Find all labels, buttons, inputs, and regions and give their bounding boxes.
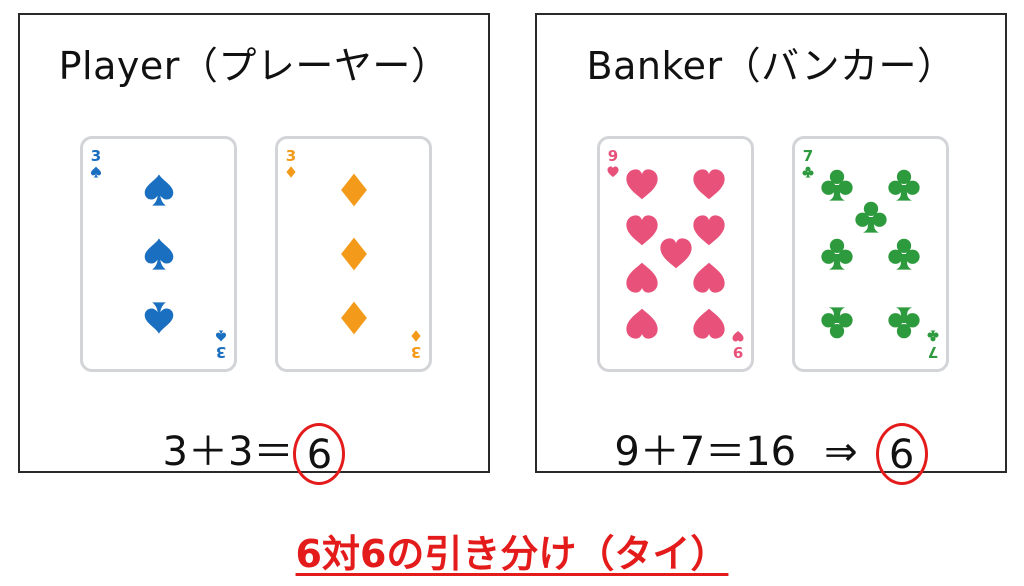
tie-result-text: 6対6の引き分け（タイ） bbox=[295, 532, 729, 576]
card-rank: 3 bbox=[90, 147, 102, 165]
player-card-2: 3 3 bbox=[275, 136, 432, 372]
spade-icon bbox=[142, 173, 176, 207]
diamond-icon bbox=[337, 237, 371, 271]
club-icon bbox=[887, 306, 921, 340]
banker-equation: 9＋7＝16 ⇒ 6 bbox=[537, 419, 1005, 485]
card-corner-bottom: 3 bbox=[214, 330, 228, 361]
equation-term: 9 bbox=[614, 429, 640, 475]
player-panel: Player（プレーヤー） 3 3 3 3 3＋3＝6 bbox=[18, 13, 490, 485]
equals-sign: ＝ bbox=[705, 429, 746, 475]
club-icon bbox=[887, 237, 921, 271]
club-icon bbox=[820, 237, 854, 271]
heart-icon bbox=[731, 330, 745, 342]
card-corner-bottom: 3 bbox=[409, 330, 423, 361]
arrow-icon: ⇒ bbox=[824, 429, 858, 475]
spade-icon bbox=[89, 166, 103, 178]
card-corner-bottom: 9 bbox=[731, 330, 745, 361]
card-corner-top: 9 bbox=[606, 149, 620, 178]
plus-sign: ＋ bbox=[188, 429, 228, 475]
banker-card-1: 9 9 bbox=[597, 136, 754, 372]
diamond-icon bbox=[337, 173, 371, 207]
player-card-1: 3 3 bbox=[80, 136, 237, 372]
heart-icon bbox=[606, 166, 620, 178]
card-rank: 3 bbox=[215, 343, 227, 361]
equation-sum: 16 bbox=[745, 429, 797, 475]
spade-icon bbox=[142, 301, 176, 335]
banker-panel: Banker（バンカー） 9 9 7 7 9＋7＝16⇒6 bbox=[535, 13, 1007, 485]
card-corner-bottom: 7 bbox=[926, 330, 940, 361]
player-result-circle: 6 bbox=[293, 423, 346, 485]
club-icon bbox=[926, 330, 940, 342]
diamond-icon bbox=[409, 330, 423, 342]
equation-term: 3 bbox=[162, 429, 188, 475]
heart-icon bbox=[625, 260, 659, 294]
card-rank: 9 bbox=[607, 147, 619, 165]
banker-result-circle: 6 bbox=[875, 423, 928, 485]
equation-term: 3 bbox=[228, 429, 254, 475]
card-rank: 3 bbox=[285, 147, 297, 165]
heart-icon bbox=[625, 214, 659, 248]
plus-sign: ＋ bbox=[639, 429, 680, 475]
heart-icon bbox=[692, 306, 726, 340]
heart-icon bbox=[692, 168, 726, 202]
diamond-icon bbox=[337, 301, 371, 335]
player-title: Player（プレーヤー） bbox=[58, 44, 450, 88]
banker-card-2: 7 7 bbox=[792, 136, 949, 372]
heart-icon bbox=[692, 260, 726, 294]
club-icon bbox=[801, 166, 815, 178]
heart-icon bbox=[625, 306, 659, 340]
spade-icon bbox=[214, 330, 228, 342]
diamond-icon bbox=[284, 166, 298, 178]
card-rank: 3 bbox=[410, 343, 422, 361]
club-icon bbox=[820, 306, 854, 340]
card-corner-top: 7 bbox=[801, 149, 815, 178]
player-equation: 3＋3＝6 bbox=[20, 419, 488, 485]
equals-sign: ＝ bbox=[253, 429, 294, 475]
equation-term: 7 bbox=[679, 429, 706, 475]
heart-icon bbox=[625, 168, 659, 202]
club-icon bbox=[854, 200, 888, 234]
card-corner-top: 3 bbox=[89, 149, 103, 178]
card-rank: 7 bbox=[927, 343, 939, 361]
spade-icon bbox=[142, 237, 176, 271]
heart-icon bbox=[692, 214, 726, 248]
heart-icon bbox=[659, 237, 693, 271]
club-icon bbox=[887, 168, 921, 202]
card-rank: 9 bbox=[732, 343, 744, 361]
banker-title: Banker（バンカー） bbox=[586, 44, 956, 88]
card-corner-top: 3 bbox=[284, 149, 298, 178]
card-rank: 7 bbox=[802, 147, 814, 165]
club-icon bbox=[820, 168, 854, 202]
